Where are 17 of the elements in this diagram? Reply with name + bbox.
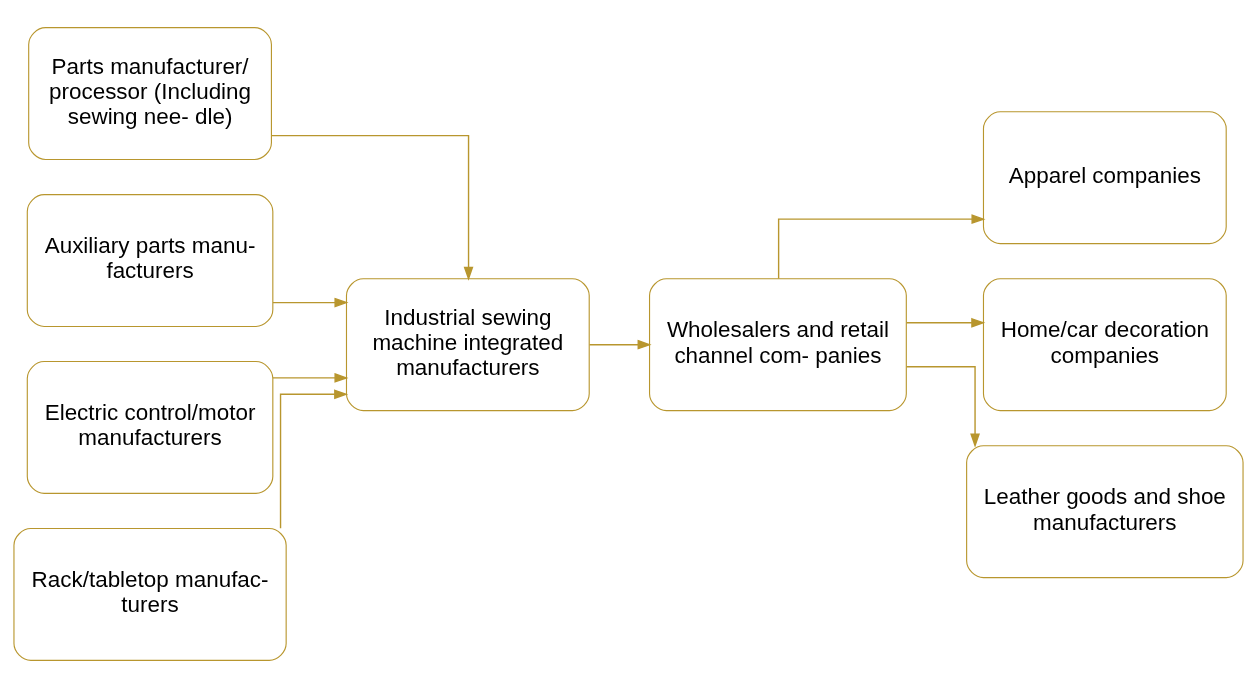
arrow xyxy=(905,317,986,328)
node-box: Wholesalers and retail channel com- panies xyxy=(649,277,907,411)
node-box: Leather goods and shoe manufacturers xyxy=(966,444,1244,578)
arrow xyxy=(905,365,980,448)
node-box: Industrial sewing machine integrated manufacturers xyxy=(345,277,590,411)
arrow xyxy=(777,213,986,279)
arrow xyxy=(588,339,652,350)
arrow xyxy=(272,372,349,383)
arrow xyxy=(279,388,349,529)
node-box: Electric control/motor manufacturers xyxy=(26,360,274,494)
node-box: Auxiliary parts manu- facturers xyxy=(26,193,274,327)
node-box: Parts manufacturer/ processor (Including sewing nee- dle) xyxy=(28,26,272,160)
node-box: Home/car decoration companies xyxy=(982,277,1227,411)
arrow xyxy=(272,297,349,308)
arrow xyxy=(271,134,474,281)
node-box: Apparel companies xyxy=(982,110,1227,244)
node-box: Rack/tabletop manufac- turers xyxy=(13,527,287,661)
